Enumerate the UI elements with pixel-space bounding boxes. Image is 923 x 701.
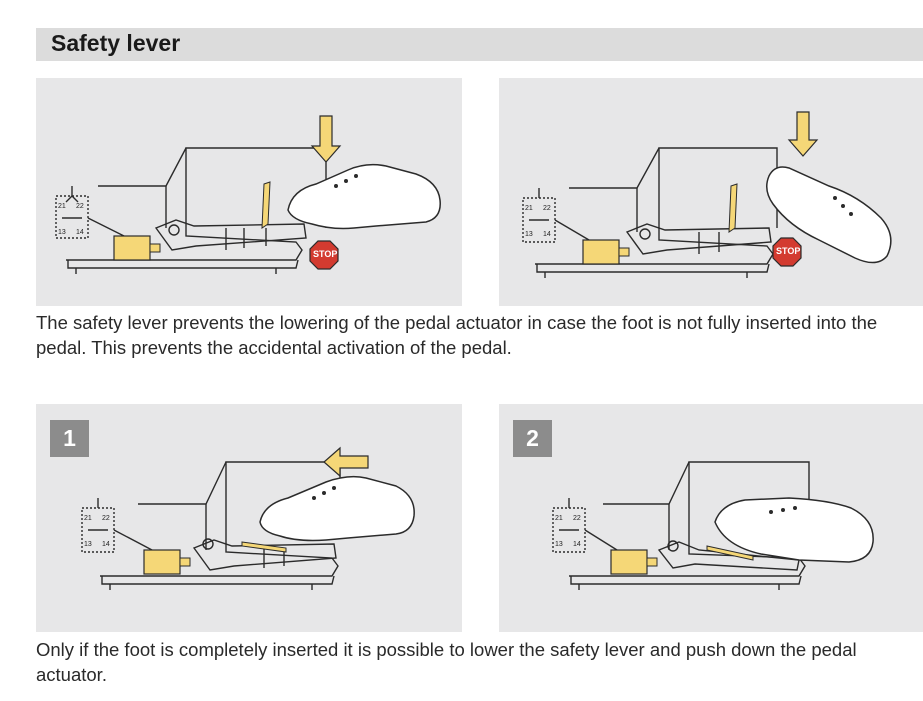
safety-lever <box>728 183 738 233</box>
pin-14: 14 <box>76 229 84 236</box>
shoe <box>766 166 892 264</box>
pin-14: 14 <box>573 541 581 548</box>
pedal-diagram <box>522 111 892 278</box>
pin-13: 13 <box>84 541 92 548</box>
section-title: Safety lever <box>51 30 181 56</box>
pin-21: 21 <box>58 203 66 210</box>
pedal-diagram <box>552 461 874 590</box>
pedal-diagram <box>55 115 441 274</box>
pin-14: 14 <box>102 541 110 548</box>
shoe <box>287 163 441 230</box>
insert-arrow <box>323 446 369 478</box>
stop-sign-icon <box>309 240 339 270</box>
stop-sign-label: STOP <box>776 246 801 256</box>
illustration-step-2: 2 21 22 13 14 <box>499 404 923 632</box>
pin-21: 21 <box>525 205 533 212</box>
step-badge: 1 <box>50 420 89 457</box>
pedal-diagram <box>81 446 415 590</box>
step-badge: 2 <box>513 420 552 457</box>
pin-22: 22 <box>102 515 110 522</box>
caption-top: The safety lever prevents the lowering o… <box>36 312 878 358</box>
safety-lever <box>241 541 287 553</box>
down-arrow <box>787 111 819 157</box>
pin-21: 21 <box>555 515 563 522</box>
illustration-step-1: 1 21 22 13 14 <box>36 404 462 632</box>
pin-22: 22 <box>76 203 84 210</box>
pin-14: 14 <box>543 231 551 238</box>
pin-13: 13 <box>525 231 533 238</box>
switch-block <box>113 235 151 261</box>
switch-block <box>610 549 648 575</box>
stop-sign-label: STOP <box>313 249 338 259</box>
pin-22: 22 <box>573 515 581 522</box>
illustration-foot-not-inserted: STOP 21 22 13 14 <box>36 78 462 306</box>
pin-13: 13 <box>58 229 66 236</box>
shoe <box>259 475 415 542</box>
down-arrow <box>310 115 342 163</box>
switch-block <box>143 549 181 575</box>
pin-22: 22 <box>543 205 551 212</box>
section-title-bar: Safety lever <box>36 28 923 61</box>
stop-sign-icon <box>772 237 802 267</box>
pin-13: 13 <box>555 541 563 548</box>
switch-block <box>582 239 620 265</box>
shoe <box>714 497 874 563</box>
caption-bottom: Only if the foot is completely inserted … <box>36 639 857 685</box>
illustration-foot-angled: STOP 21 22 13 14 <box>499 78 923 306</box>
safety-lever <box>706 545 754 561</box>
safety-lever <box>261 181 271 229</box>
pin-21: 21 <box>84 515 92 522</box>
